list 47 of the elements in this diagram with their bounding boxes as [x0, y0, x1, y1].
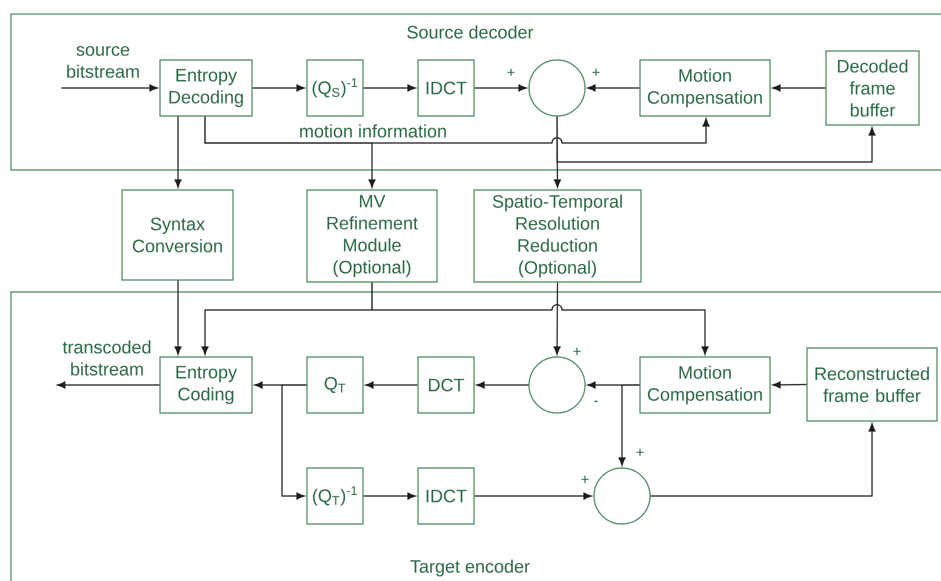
arrow	[476, 381, 528, 389]
process-box: Reconstructed frame buffer	[806, 347, 938, 422]
arrow	[650, 423, 876, 497]
sign-label: +	[592, 68, 600, 76]
arrow	[365, 381, 418, 389]
process-box: Motion Compensation	[639, 59, 771, 117]
process-box: IDCT	[417, 467, 475, 525]
process-box: Motion Compensation	[639, 356, 771, 414]
sign-label: -	[594, 400, 598, 402]
arrow	[772, 84, 826, 92]
process-box: (Q$_{S}$)$^{-1}$	[306, 59, 364, 117]
sign-label: +	[581, 476, 589, 483]
sign-label: +	[636, 448, 644, 456]
arrow	[371, 282, 709, 355]
arrow	[57, 381, 160, 389]
process-box: Syntax Conversion	[121, 189, 234, 281]
arrow	[204, 116, 376, 188]
process-box: Entropy Decoding	[159, 59, 253, 117]
arrow	[618, 384, 640, 466]
arrow	[587, 84, 640, 92]
arrow	[281, 384, 306, 500]
process-box: MV Refinement Module (Optional)	[306, 189, 438, 283]
edge-label: motion information	[298, 123, 448, 139]
process-box: (Q$_{T}$)$^{-1}$	[306, 467, 364, 525]
process-box: Spatio-Temporal Resolution Reduction (Optional)	[473, 189, 642, 283]
arrow	[474, 84, 527, 92]
arrow	[772, 381, 806, 388]
process-box: Entropy Coding	[159, 356, 253, 414]
process-box: IDCT	[417, 59, 475, 117]
arrow	[554, 282, 561, 355]
arrow	[556, 116, 876, 163]
process-box: Decoded frame buffer	[825, 50, 920, 126]
arrow	[474, 492, 592, 500]
arrow	[364, 492, 416, 500]
arrow	[174, 280, 182, 355]
process-box: Q$_{T}$	[306, 356, 364, 414]
process-box: DCT	[417, 356, 475, 414]
arrow	[61, 84, 158, 92]
summing-junction	[528, 356, 586, 414]
stream-label: transcoded bitstream	[62, 340, 150, 376]
summing-junction	[593, 467, 651, 525]
arrow	[364, 84, 416, 92]
summing-junction	[528, 59, 586, 117]
stream-label: source bitstream	[67, 46, 139, 78]
arrow	[252, 84, 305, 92]
arrow	[174, 116, 182, 188]
sign-label: +	[507, 68, 515, 76]
